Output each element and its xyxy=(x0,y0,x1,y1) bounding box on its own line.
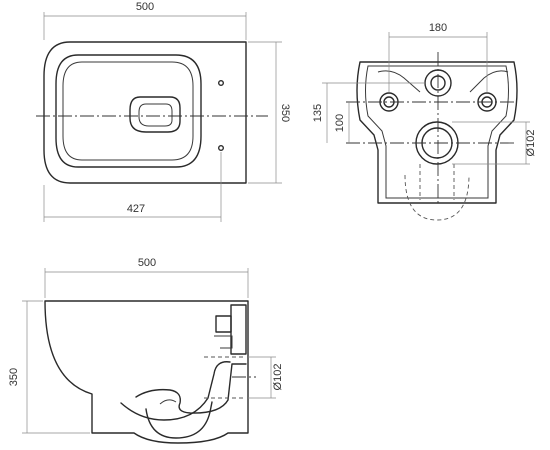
side-view-height-label: 350 xyxy=(8,368,20,386)
rear-view-spacing-label: 180 xyxy=(429,22,447,34)
top-view-depth-label: 350 xyxy=(279,104,291,122)
side-view-trap-inner xyxy=(120,361,231,421)
rear-view-height-a-label: 135 xyxy=(312,104,324,122)
side-view-pipe-label: Ø102 xyxy=(272,364,284,391)
top-view-bowl-outline xyxy=(43,41,247,184)
top-view-inner-rim-2 xyxy=(62,61,194,161)
side-view: 500 350 Ø102 xyxy=(8,257,284,444)
top-view: 500 427 350 xyxy=(36,1,291,222)
rear-view-body-inner xyxy=(365,65,509,199)
rear-view-hidden-bowl xyxy=(404,174,470,221)
side-view-wall-plate xyxy=(230,304,247,355)
rear-view-pipe-label: Ø102 xyxy=(525,130,537,157)
side-view-inlet-channel xyxy=(214,335,233,349)
rear-view: 180 135 100 Ø102 xyxy=(312,22,537,221)
top-view-inner-label: 427 xyxy=(127,203,145,215)
side-view-bowl-floor xyxy=(159,399,177,405)
side-view-body-outline xyxy=(44,300,249,444)
top-view-mount-hole-upper xyxy=(217,79,224,86)
side-view-trap-outer xyxy=(135,363,247,414)
side-view-inlet xyxy=(215,315,232,333)
top-view-inner-rim xyxy=(55,54,202,168)
rear-view-inner-wall xyxy=(377,70,509,93)
rear-view-body-outline xyxy=(356,61,518,204)
top-view-width-label: 500 xyxy=(136,1,154,13)
side-view-width-label: 500 xyxy=(138,257,156,269)
top-view-outlet-inner xyxy=(138,103,173,127)
top-view-mount-hole-lower xyxy=(217,144,224,151)
side-view-trap-lower xyxy=(145,401,213,439)
rear-view-height-b-label: 100 xyxy=(334,114,346,132)
top-view-outlet xyxy=(129,96,181,133)
